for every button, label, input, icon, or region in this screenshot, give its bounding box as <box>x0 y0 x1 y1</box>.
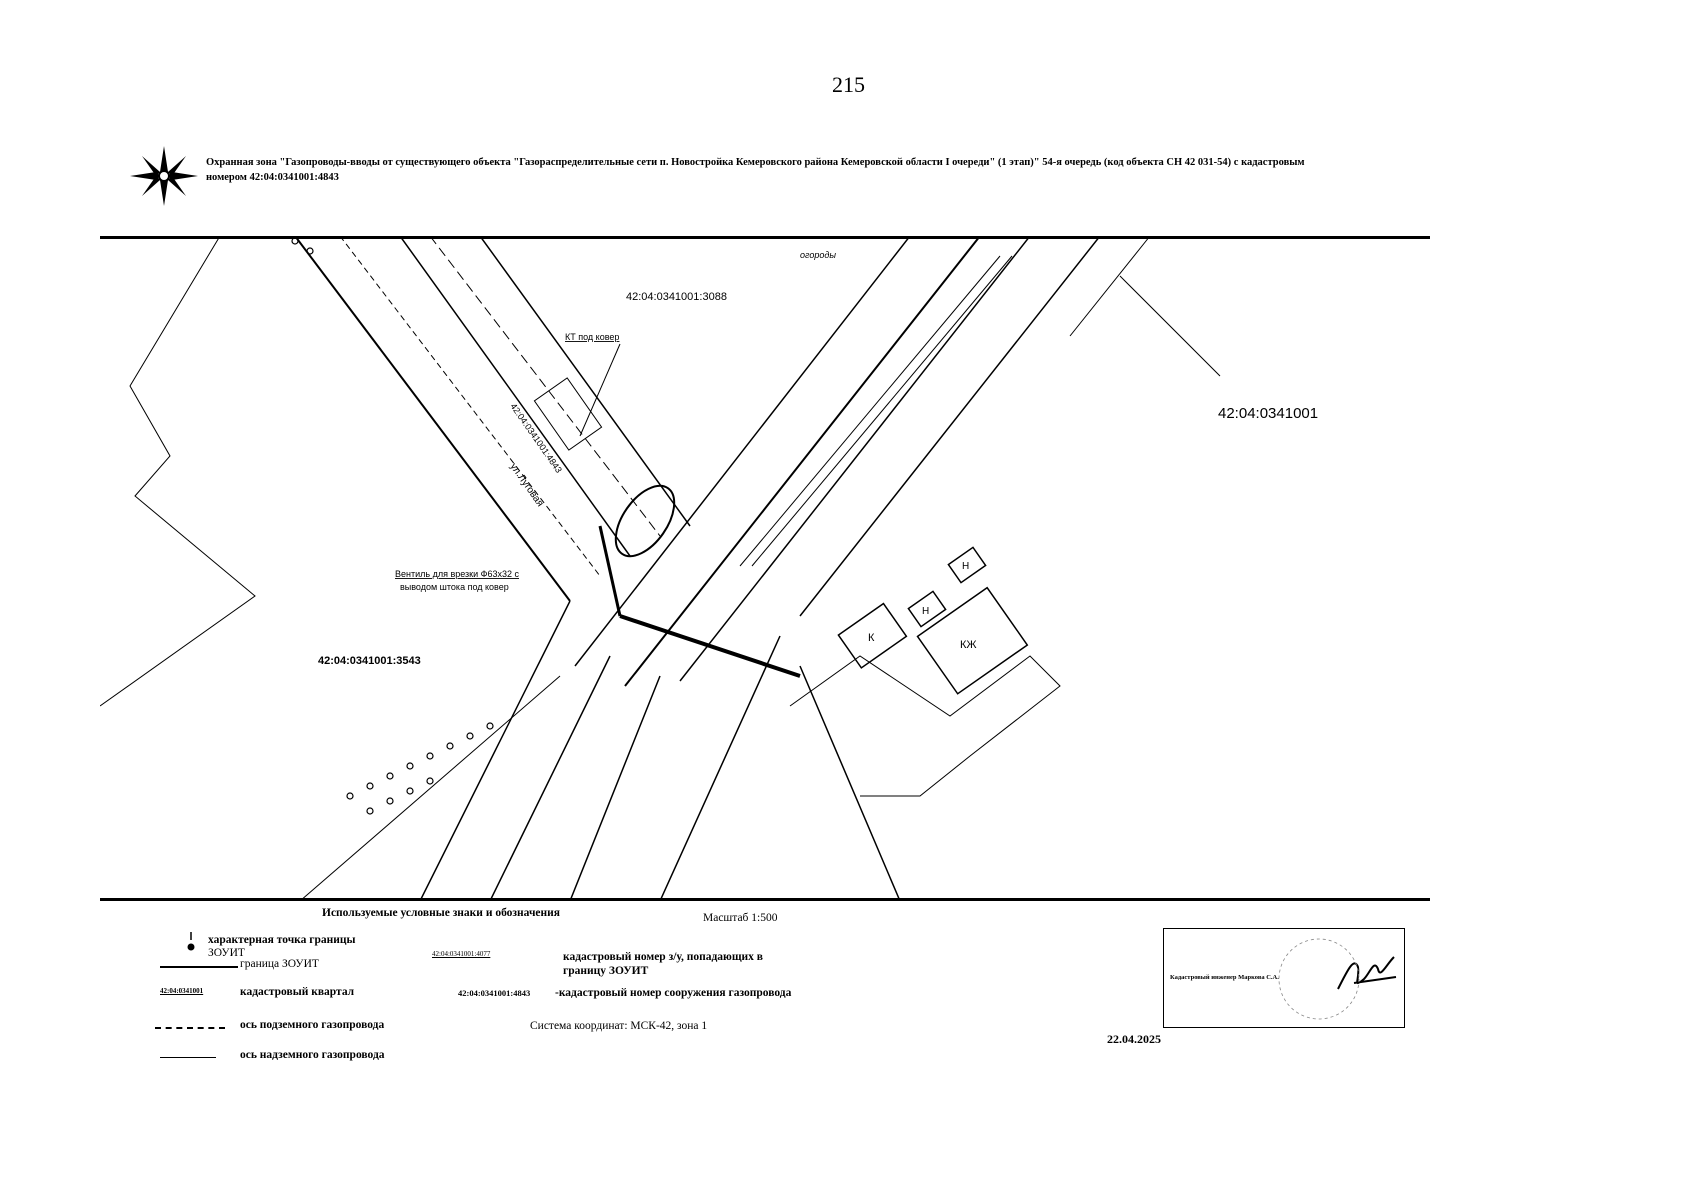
legend-structure-label: -кадастровый номер сооружения газопровод… <box>555 987 792 999</box>
legend-scale: Масштаб 1:500 <box>703 912 778 924</box>
cadastral-map: 42:04:0341001 42:04:0341001:3088 42:04:0… <box>100 236 1318 901</box>
map-label-valve-1: Вентиль для врезки Ф63х32 с <box>395 569 519 579</box>
map-label-parcel-top: 42:04:0341001:3088 <box>626 291 727 303</box>
protection-zone <box>614 484 676 558</box>
legend-point-label-1: характерная точка границы <box>208 934 356 946</box>
engineer-label: Кадастровый инженер Маркова С.А. <box>1170 974 1279 981</box>
fence-hatch <box>739 255 1013 567</box>
road-edge <box>799 665 901 901</box>
legend-underground-label: ось подземного газопровода <box>240 1019 385 1031</box>
signature-stamp: Кадастровый инженер Маркова С.А. <box>1163 928 1405 1028</box>
gas-pipeline-axis <box>598 525 622 617</box>
map-label-building-n1: Н <box>962 561 969 572</box>
map-label-quarter: 42:04:0341001 <box>1218 405 1318 422</box>
legend-parcel-label-1: кадастровый номер з/у, попадающих в <box>563 951 764 963</box>
boundary-point-icon <box>187 932 195 951</box>
map-label-kt: КТ под ковер <box>565 332 619 342</box>
map-label-building-k: К <box>868 632 875 644</box>
legend-heading: Используемые условные знаки и обозначени… <box>322 907 561 919</box>
road-edge <box>339 236 601 577</box>
road-edge <box>419 600 571 901</box>
road-edge <box>429 236 661 537</box>
map-label-parcel-left: 42:04:0341001:3543 <box>318 655 421 667</box>
map-label-building-n2: Н <box>922 606 929 617</box>
north-arrow-icon <box>130 146 198 206</box>
building-kzh <box>916 586 1029 695</box>
lot-boundary <box>789 655 1061 797</box>
road-edge <box>659 635 781 901</box>
gas-pipeline-axis <box>619 614 801 678</box>
building-n1 <box>947 546 987 584</box>
map-label-valve-2: выводом штока под ковер <box>400 582 509 592</box>
legend-parcel-label-2: границу ЗОУИТ <box>563 965 649 977</box>
legend-coords: Система координат: МСК-42, зона 1 <box>530 1020 708 1032</box>
legend-quarter-label: кадастровый квартал <box>240 986 355 998</box>
building-n2 <box>907 590 947 628</box>
road-edge <box>574 236 911 667</box>
road-edge <box>479 236 691 527</box>
legend-overground-label: ось надземного газопровода <box>240 1049 385 1061</box>
map-top-border <box>100 236 1430 239</box>
document-title: Охранная зона "Газопроводы-вводы от суще… <box>206 157 1305 183</box>
map-label-garden: огороды <box>800 250 836 260</box>
road-edge <box>624 236 981 687</box>
map-label-building-kzh: КЖ <box>960 639 977 651</box>
legend-boundary-line <box>160 966 238 968</box>
document-date: 22.04.2025 <box>1107 1032 1161 1046</box>
boundary-points <box>291 237 494 815</box>
legend-point-label-2: ЗОУИТ <box>208 947 245 959</box>
legend-quarter-sample: 42:04:0341001 <box>160 987 204 995</box>
road-edge <box>399 236 631 557</box>
road-edge <box>569 675 661 901</box>
parcel-boundary-left <box>100 236 256 707</box>
map-label-street: ул.Луговая <box>508 461 546 508</box>
road-edge <box>1119 275 1221 377</box>
seal-icon <box>1278 938 1360 1020</box>
signature-icon <box>1337 956 1397 990</box>
road-edge <box>679 236 1031 682</box>
road-edge <box>799 236 1101 617</box>
legend-structure-sample: 42:04:0341001:4843 <box>458 988 531 998</box>
legend-parcel-sample: 42:04:0341001:4077 <box>432 950 491 958</box>
road-edge <box>1069 236 1151 337</box>
page-number: 215 <box>832 72 865 97</box>
legend-underground-line <box>155 1027 225 1029</box>
map-bottom-border <box>100 898 1430 901</box>
road-edge <box>489 655 611 901</box>
building-k <box>837 602 908 669</box>
legend-overground-line <box>160 1057 216 1058</box>
legend-boundary-label: граница ЗОУИТ <box>240 958 319 970</box>
kt-box <box>533 377 603 451</box>
road-edge <box>294 236 571 602</box>
road-edge <box>299 675 561 901</box>
